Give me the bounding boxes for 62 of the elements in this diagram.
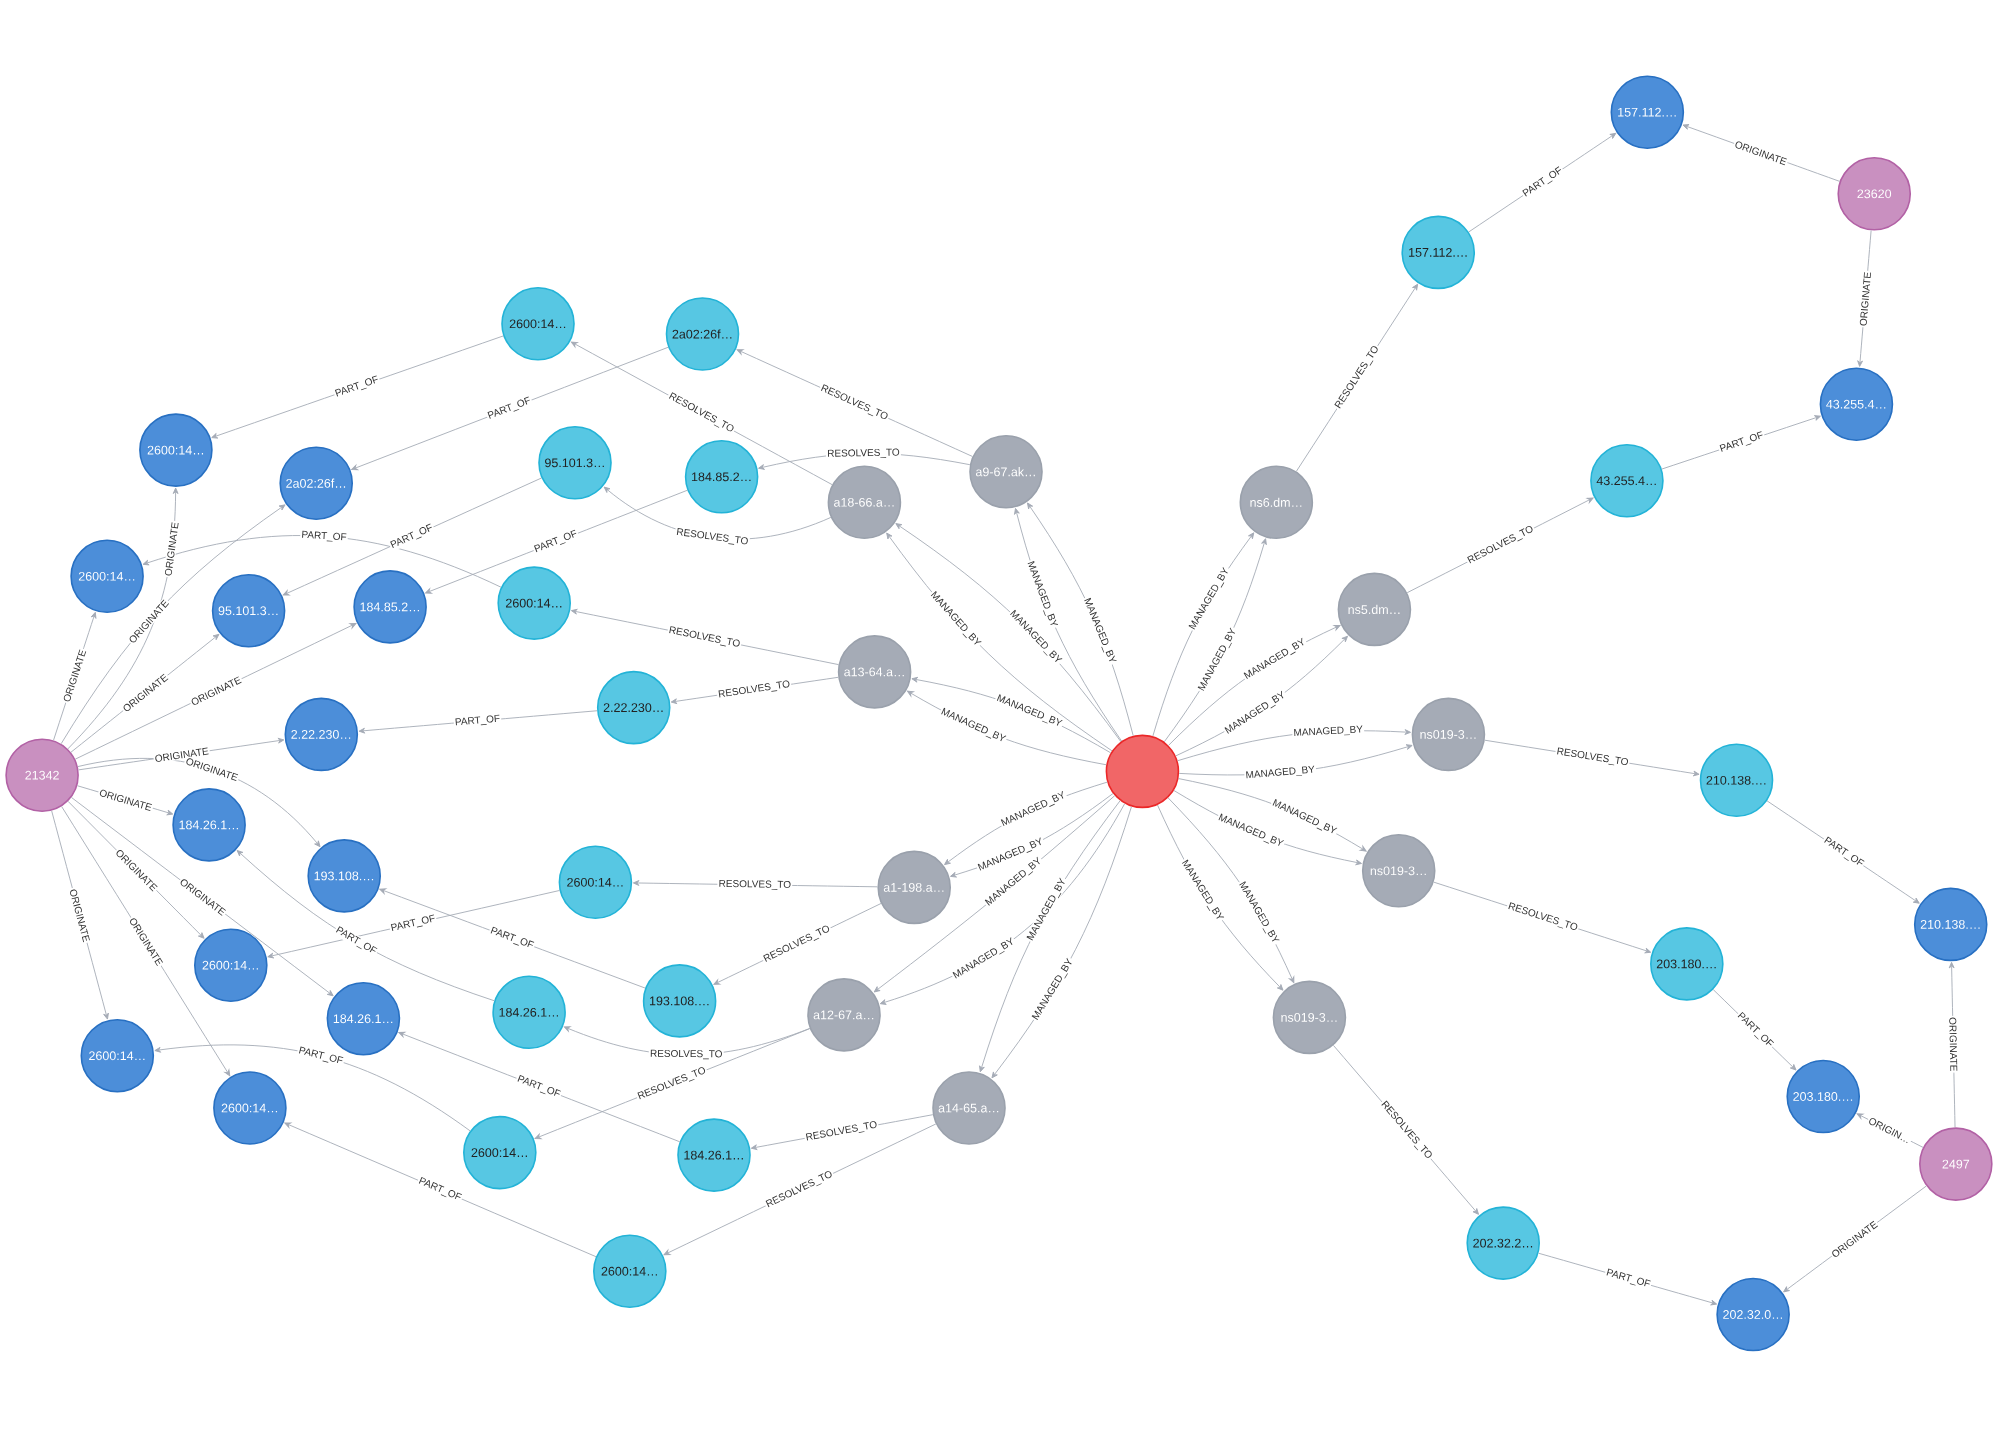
edge-label: MANAGED_BY	[1243, 764, 1317, 782]
graph-node: 184.26.1…	[492, 975, 566, 1050]
edge-label: PART_OF	[453, 713, 502, 729]
edge-label: RESOLVES_TO	[674, 526, 751, 548]
graph-node: 2.22.230…	[596, 670, 671, 745]
graph-node: 95.101.3…	[538, 426, 612, 500]
graph-node: 157.112.…	[1610, 75, 1685, 149]
graph-node: 193.108.…	[642, 964, 717, 1038]
graph-node: 202.32.0…	[1716, 1277, 1790, 1352]
graph-node: 2600:14…	[593, 1234, 667, 1308]
graph-node: 2.22.230…	[284, 697, 359, 772]
graph-node: 184.85.2…	[353, 570, 427, 644]
edge-label: ORIGINATE	[1947, 1015, 1959, 1073]
edge-label: PART_OF	[388, 912, 438, 935]
graph-node: 203.180.…	[1786, 1059, 1860, 1134]
edge-label: ORIGINATE	[1858, 270, 1873, 328]
graph-node: 2600:14…	[497, 566, 571, 640]
graph-node: ns019-3…	[1272, 980, 1347, 1055]
graph-node: 184.26.1…	[677, 1118, 751, 1192]
graph-node: 2600:14…	[213, 1071, 287, 1145]
graph-node: 2600:14…	[70, 539, 144, 614]
edge-label: MANAGED_BY	[1292, 724, 1365, 740]
edge-label: PART_OF	[296, 1044, 346, 1068]
edge-label: RESOLVES_TO	[825, 447, 901, 460]
graph-node: 184.26.1…	[172, 788, 246, 862]
graph-node: ns019-3…	[1361, 834, 1436, 908]
edge-label: ORIGINATE	[163, 520, 181, 578]
graph-node: 2600:14…	[194, 928, 268, 1002]
graph-node: 2497	[1919, 1127, 1993, 1201]
graph-node: a13-64.a…	[837, 635, 912, 709]
graph-node	[1105, 734, 1180, 809]
edge-label: RESOLVES_TO	[717, 878, 793, 892]
graph-node: a1-198.a…	[877, 850, 951, 925]
graph-node: 202.32.2…	[1466, 1206, 1540, 1280]
graph-node: 2600:14…	[80, 1018, 155, 1093]
graph-node: 2a02:26f…	[665, 297, 740, 371]
graph-node: 2600:14…	[463, 1115, 537, 1190]
graph-node: a9-67.ak…	[969, 434, 1043, 509]
graph-node: a14-65.a…	[932, 1071, 1006, 1145]
graph-node: 203.180.…	[1650, 927, 1724, 1001]
graph-node: 21342	[5, 738, 79, 812]
edge-label: RESOLVES_TO	[648, 1048, 724, 1061]
graph-node: 157.112.…	[1401, 215, 1475, 290]
arrow	[284, 1122, 597, 1258]
graph-node: 2600:14…	[558, 845, 633, 920]
graph-node: a12-67.a…	[807, 978, 881, 1052]
graph-node: 184.85.2…	[684, 440, 759, 514]
graph-node: ns5.dm…	[1337, 572, 1412, 647]
graph-node: 2600:14…	[501, 287, 575, 361]
graph-node: 43.255.4…	[1819, 367, 1894, 441]
graph-node: 210.138.…	[1913, 887, 1988, 962]
graph-node: 43.255.4…	[1590, 443, 1664, 518]
edge-label: PART_OF	[299, 529, 349, 544]
graph-node: 95.101.3…	[211, 573, 286, 648]
graph-node: 2a02:26f…	[279, 446, 353, 520]
graph-node: 23620	[1837, 157, 1912, 231]
graph-node: 2600:14…	[139, 413, 213, 487]
graph-node: ns6.dm…	[1239, 465, 1314, 540]
graph-node: 193.108.…	[307, 839, 381, 913]
graph-node: ns019-3…	[1411, 697, 1486, 772]
graph-node: a18-66.a…	[827, 465, 902, 540]
graph-node: 210.138.…	[1699, 743, 1774, 818]
